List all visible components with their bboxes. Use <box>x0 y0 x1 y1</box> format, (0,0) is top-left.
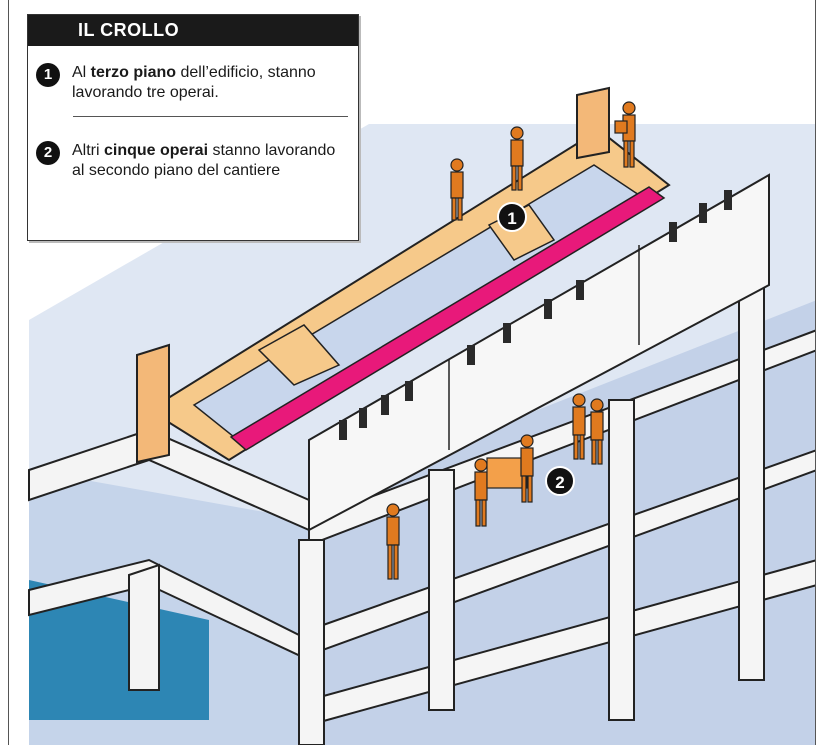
legend-text-2: Altri cinque operai stanno lavorando al … <box>72 142 336 179</box>
legend-text-1: Al terzo piano dell’edificio, stanno lav… <box>72 64 316 101</box>
workers-top-floor <box>450 101 636 221</box>
illustration-frame: 1 2 <box>8 0 816 745</box>
collapsed-beam <box>229 186 666 451</box>
legend-separator <box>73 116 348 117</box>
right-facade <box>298 279 815 745</box>
legend-number-1: 1 <box>36 63 60 87</box>
legend-item-1: 1 Al terzo piano dell’edificio, stanno l… <box>36 63 346 103</box>
carried-object <box>486 457 528 489</box>
workers-second-floor <box>386 393 604 580</box>
building-illustration <box>28 86 815 745</box>
legend-box: IL CROLLO 1 Al terzo piano dell’edificio… <box>27 14 359 241</box>
legend-item-2: 2 Altri cinque operai stanno lavorando a… <box>36 141 346 181</box>
parapet-wall <box>308 173 770 532</box>
legend-title: IL CROLLO <box>28 15 358 46</box>
marker-2: 2 <box>545 466 575 496</box>
dark-window <box>29 580 209 720</box>
marker-1: 1 <box>497 202 527 232</box>
legend-number-2: 2 <box>36 141 60 165</box>
